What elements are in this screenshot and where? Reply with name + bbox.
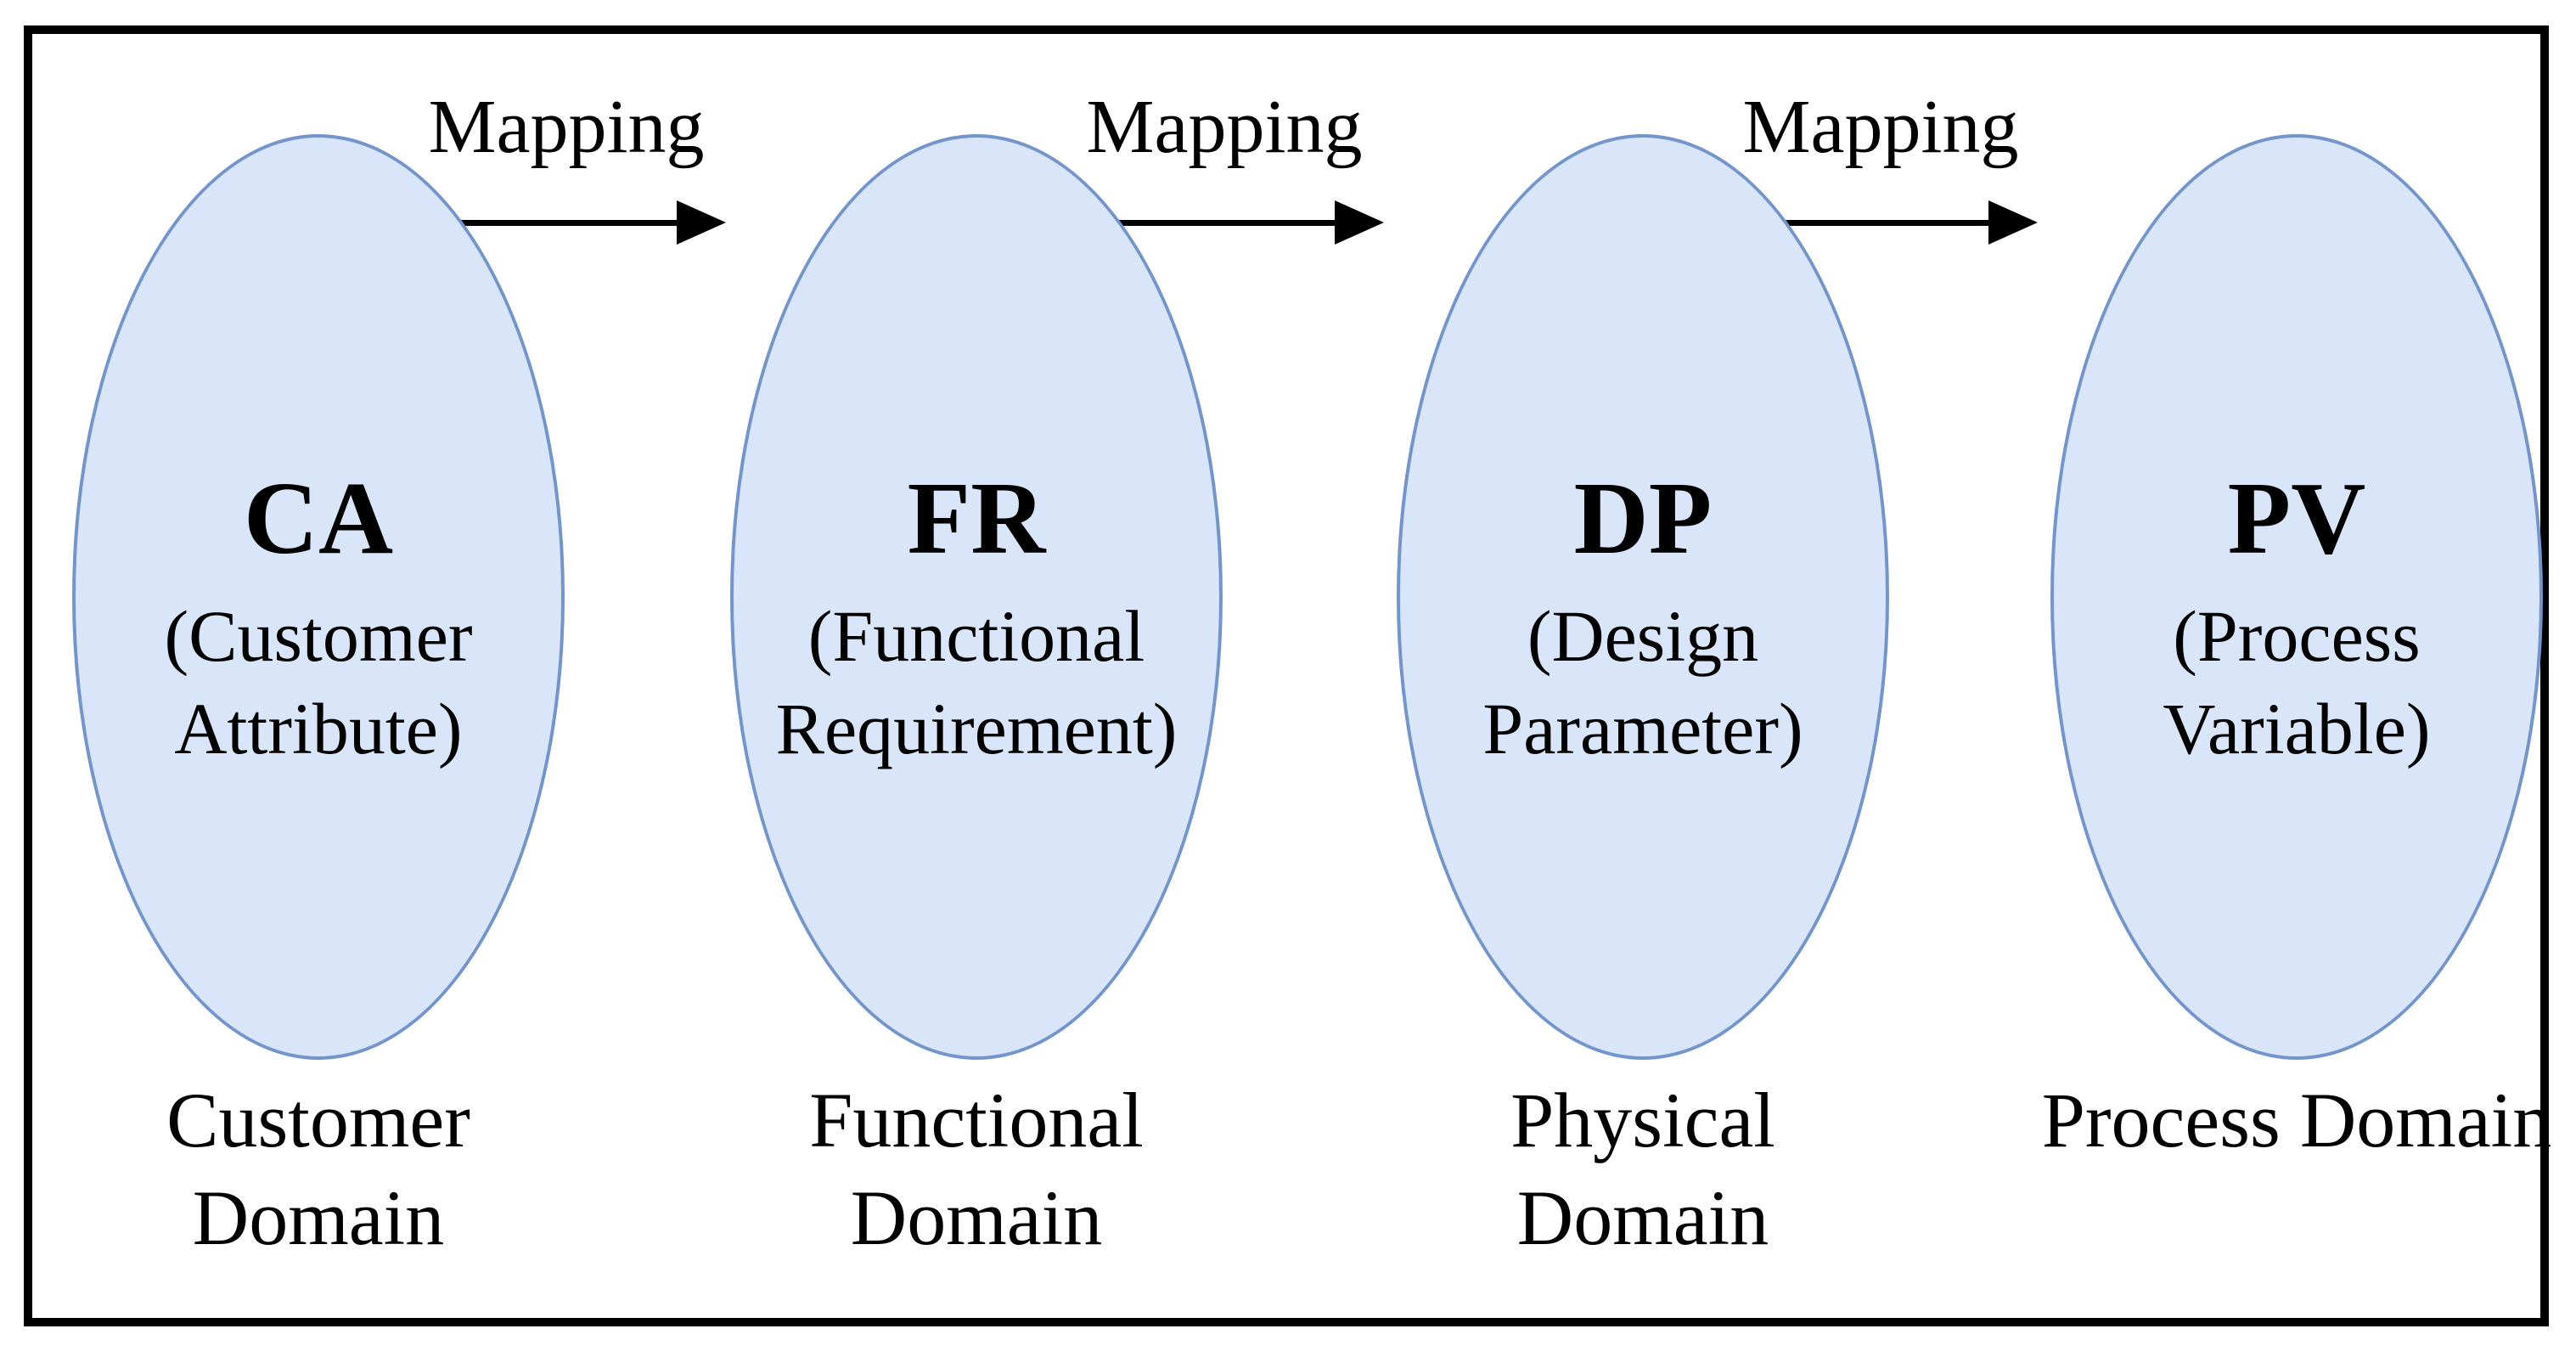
arrow-line-fr-dp xyxy=(1066,220,1337,226)
diagram-frame xyxy=(24,25,2549,1326)
ellipse-dp: DP (Design Parameter) xyxy=(1397,134,1889,1060)
mapping-label-fr-dp: Mapping xyxy=(1086,85,1363,169)
domain-label-process: Process Domain xyxy=(2041,1077,2552,1163)
arrow-line-ca-fr xyxy=(408,220,679,226)
fullname-pv: (Process Variable) xyxy=(2163,594,2431,770)
ellipse-ca-text: CA (Customer Attribute) xyxy=(106,459,531,776)
acronym-pv: PV xyxy=(2227,460,2366,576)
arrow-head-icon-ca-fr xyxy=(677,200,726,245)
fullname-fr: (Functional Requirement) xyxy=(775,594,1178,770)
ellipse-dp-text: DP (Design Parameter) xyxy=(1431,459,1855,776)
domain-label-customer: Customer Domain xyxy=(166,1077,470,1261)
ellipse-fr: FR (Functional Requirement) xyxy=(730,134,1223,1060)
domain-label-physical: Physical Domain xyxy=(1510,1077,1775,1261)
fullname-dp: (Design Parameter) xyxy=(1482,594,1803,770)
acronym-fr: FR xyxy=(907,460,1046,576)
ellipse-fr-text: FR (Functional Requirement) xyxy=(764,459,1189,776)
domain-label-functional: Functional Domain xyxy=(809,1077,1144,1261)
ellipse-ca: CA (Customer Attribute) xyxy=(72,134,565,1060)
fullname-ca: (Customer Attribute) xyxy=(164,594,473,770)
arrow-line-dp-pv xyxy=(1724,220,1991,226)
acronym-ca: CA xyxy=(243,460,394,576)
acronym-dp: DP xyxy=(1573,460,1713,576)
mapping-label-ca-fr: Mapping xyxy=(428,85,705,169)
ellipse-pv: PV (Process Variable) xyxy=(2050,134,2543,1060)
mapping-label-dp-pv: Mapping xyxy=(1742,85,2019,169)
arrow-head-icon-fr-dp xyxy=(1335,200,1384,245)
ellipse-pv-text: PV (Process Variable) xyxy=(2084,459,2509,776)
arrow-head-icon-dp-pv xyxy=(1988,200,2038,245)
